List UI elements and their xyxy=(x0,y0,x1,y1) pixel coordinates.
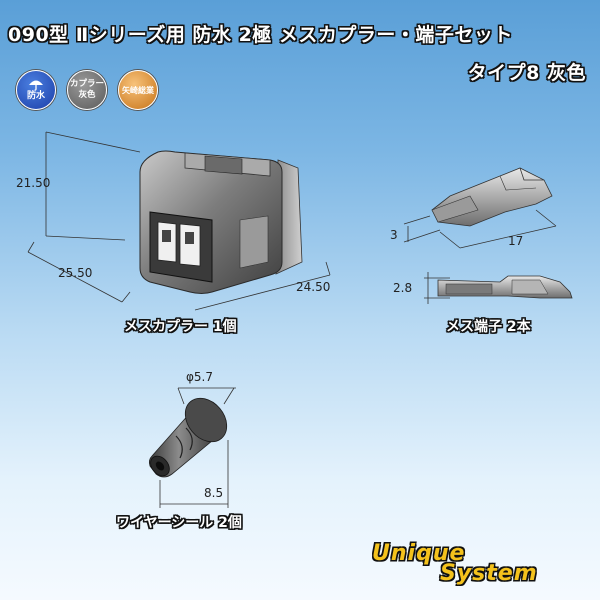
seal-diameter-dimension: φ5.7 xyxy=(186,370,213,384)
logo-line1: Unique xyxy=(372,541,466,566)
terminal-width-dimension: 3 xyxy=(390,228,398,242)
terminal-height-dimension: 2.8 xyxy=(393,281,413,295)
coupler-color-badge: カプラー 灰色 xyxy=(67,70,107,110)
wire-seal-dimension-lines xyxy=(159,387,236,508)
waterproof-badge-label: 防水 xyxy=(26,91,45,101)
waterproof-badge: 防水 xyxy=(16,70,56,110)
coupler-dimension-lines xyxy=(27,131,331,311)
coupler-depth-dimension: 24.50 xyxy=(296,280,331,294)
page-title: 090型 Ⅱシリーズ用 防水 2極 メスカプラー・端子セット xyxy=(8,24,513,46)
coupler-width-dimension: 25.50 xyxy=(58,266,93,280)
coupler-color-badge-line2: 灰色 xyxy=(78,90,96,100)
logo-line2: System xyxy=(440,561,538,586)
coupler-drawing xyxy=(139,150,303,294)
seal-length-dimension: 8.5 xyxy=(204,486,224,500)
terminal-side-drawing xyxy=(437,275,573,299)
page-subtitle: タイプ8 灰色 xyxy=(467,62,586,84)
terminal-side-dimension-lines xyxy=(424,272,450,304)
terminal-dimension-lines xyxy=(403,209,557,249)
terminal-length-dimension: 17 xyxy=(508,234,524,248)
coupler-caption: メスカプラー 1個 xyxy=(124,319,237,335)
brand-badge-label: 矢崎総業 xyxy=(122,85,154,95)
brand-badge: 矢崎総業 xyxy=(118,70,158,110)
umbrella-icon xyxy=(29,80,43,91)
terminal-caption: メス端子 2本 xyxy=(446,319,531,335)
coupler-color-badge-line1: カプラー xyxy=(69,79,104,89)
coupler-height-dimension: 21.50 xyxy=(16,176,51,190)
wire-seal-caption: ワイヤーシール 2個 xyxy=(116,515,242,531)
wire-seal-drawing xyxy=(148,397,228,478)
terminal-top-drawing xyxy=(431,167,553,227)
unique-system-logo: Unique System xyxy=(366,541,584,587)
